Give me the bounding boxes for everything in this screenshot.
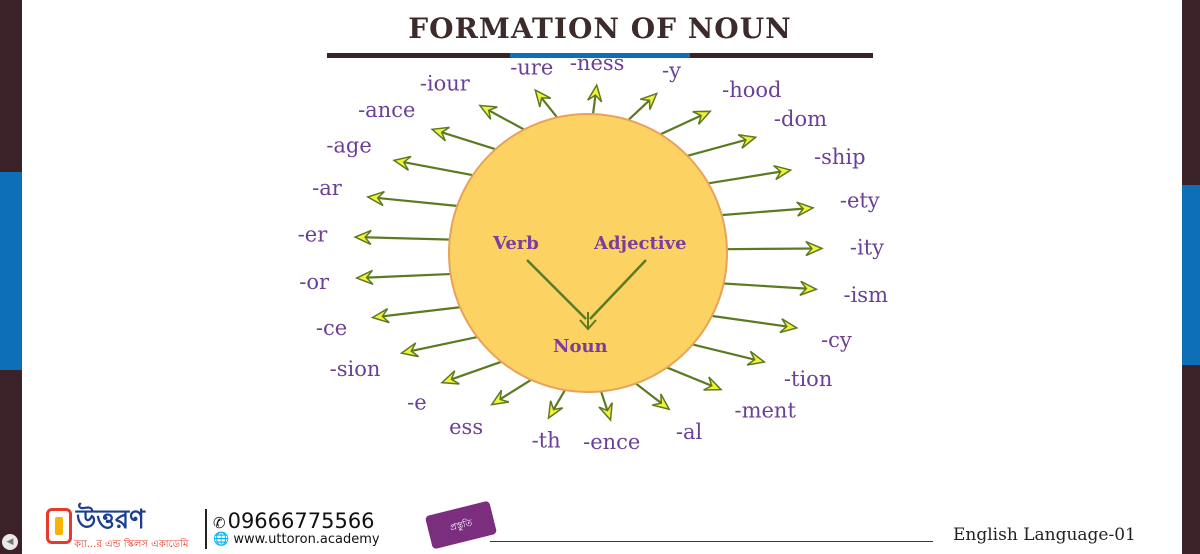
logo-mark-icon <box>46 508 72 544</box>
academy-logo: উত্তরণ ক্যা...র এন্ড স্কিলস একাডেমি <box>46 504 206 550</box>
suffix-arrow <box>633 381 671 411</box>
suffix-label: -tion <box>784 367 832 391</box>
suffix-labels: -ness -y -hood -dom -ship -ety -ity -ism -cy -tio… <box>298 51 888 454</box>
prev-slide-icon[interactable]: ◀ <box>2 534 18 550</box>
suffix-arrow <box>440 359 505 385</box>
course-title: English Language-01 <box>953 525 1136 545</box>
suffix-arrow <box>664 365 723 391</box>
suffix-label: -ure <box>510 55 553 79</box>
suffix-label: -hood <box>722 78 781 102</box>
suffix-label: -dom <box>774 107 827 131</box>
logo-name: উত্তরণ <box>76 505 145 535</box>
suffix-label: -age <box>326 134 372 158</box>
suffix-arrow <box>724 240 824 257</box>
phone-number: 09666775566 <box>227 509 375 533</box>
verb-to-noun-arrow <box>526 259 587 320</box>
left-accent-blue <box>0 172 22 370</box>
suffix-arrow <box>430 126 499 151</box>
suffix-label: -iour <box>420 71 471 95</box>
logo-subtitle: ক্যা...র এন্ড স্কিলস একাডেমি <box>74 539 189 550</box>
right-accent-bar <box>1182 0 1200 554</box>
suffix-label: -ship <box>814 145 866 169</box>
center-circle <box>448 113 728 393</box>
footer-divider <box>205 509 207 549</box>
suffix-arrow <box>365 190 460 208</box>
suffix-label: -ar <box>312 176 343 200</box>
suffix-label: -ness <box>570 51 625 75</box>
suffix-arrow <box>587 83 603 117</box>
suffix-label: -ence <box>583 430 640 454</box>
suffix-arrow <box>705 164 793 185</box>
suffix-arrow <box>399 335 480 358</box>
suffix-label: -e <box>407 391 427 415</box>
title-underline <box>327 53 873 58</box>
suffix-label: -cy <box>821 328 852 352</box>
noun-label: Noun <box>553 336 608 357</box>
suffix-label: -er <box>298 222 329 246</box>
footer-line <box>490 541 933 542</box>
adjective-to-noun-arrow <box>589 259 647 320</box>
suffix-arrow <box>684 133 758 158</box>
suffix-arrow <box>690 342 767 366</box>
contact-phone: ✆09666775566 <box>213 509 375 533</box>
suffix-label: -ism <box>843 283 888 307</box>
suffix-label: -y <box>662 59 681 83</box>
suffix-arrow <box>354 269 453 286</box>
contact-website[interactable]: 🌐 www.uttoron.academy <box>213 532 380 547</box>
suffix-label: -or <box>299 270 330 294</box>
suffix-arrows <box>353 83 824 422</box>
suffix-arrow <box>719 201 816 217</box>
suffix-arrow <box>657 110 712 137</box>
suffix-label: -sion <box>330 357 381 381</box>
suffix-arrow <box>625 92 659 123</box>
globe-icon: 🌐 <box>213 532 234 547</box>
suffix-label: -ance <box>358 98 415 122</box>
title-underline-accent <box>510 53 690 58</box>
verb-label: Verb <box>492 233 539 254</box>
suffix-arrow <box>392 155 476 177</box>
suffix-arrow <box>370 305 463 324</box>
suffix-arrow <box>598 389 613 422</box>
suffix-label: ess <box>449 415 483 439</box>
suffix-label: -ity <box>850 236 884 260</box>
suffix-arrow <box>478 104 527 132</box>
suffix-label: -ment <box>735 399 797 423</box>
suffix-arrow <box>721 280 819 296</box>
left-accent-bar <box>0 0 22 554</box>
suffix-arrow <box>709 314 799 334</box>
right-accent-blue <box>1182 185 1200 365</box>
suffix-arrow <box>490 377 534 406</box>
noun-down-arrow <box>579 312 597 331</box>
suffix-arrow <box>547 387 568 420</box>
suffix-label: -th <box>532 429 561 453</box>
suffix-arrow <box>534 88 560 120</box>
website-url: www.uttoron.academy <box>233 532 380 547</box>
suffix-label: -ce <box>316 316 347 340</box>
suffix-arrow <box>353 229 452 246</box>
suffix-label: -ety <box>840 189 880 213</box>
phone-icon: ✆ <box>213 514 226 532</box>
suffix-label: -al <box>676 420 703 444</box>
adjective-label: Adjective <box>593 233 687 254</box>
slide-title: FORMATION OF NOUN <box>408 12 792 45</box>
